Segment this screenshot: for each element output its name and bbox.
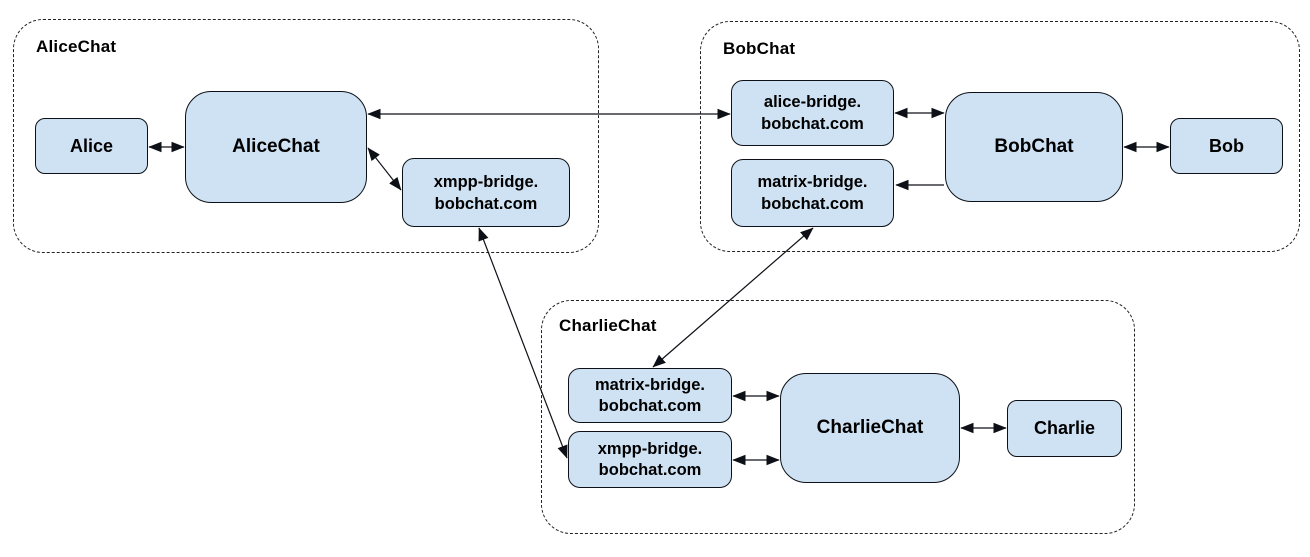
node-matrix-bridge-charlie-line1: matrix-bridge. bbox=[594, 375, 706, 394]
arrow-alicechat-xmppbridge bbox=[367, 147, 402, 191]
node-bob-user-label: Bob bbox=[1209, 135, 1244, 156]
node-xmpp-bridge-alice: xmpp-bridge. bobchat.com bbox=[402, 158, 570, 227]
node-alice-user-label: Alice bbox=[69, 135, 114, 156]
node-matrix-bridge-bob-line1: matrix-bridge. bbox=[757, 173, 868, 191]
arrow-matrixbridge-bob-charlie bbox=[652, 227, 814, 368]
node-xmpp-bridge-alice-line2: bobchat.com bbox=[434, 194, 538, 213]
node-alice-bridge-bob-line1: alice-bridge. bbox=[763, 93, 862, 111]
node-alice-user: Alice bbox=[35, 118, 148, 174]
container-alicechat: AliceChat bbox=[13, 19, 599, 253]
node-charlie-user: Charlie bbox=[1007, 400, 1122, 457]
node-alicechat-server: AliceChat bbox=[185, 91, 367, 203]
node-xmpp-bridge-alice-line1: xmpp-bridge. bbox=[433, 172, 539, 191]
node-alicechat-server-label: AliceChat bbox=[232, 136, 320, 157]
node-matrix-bridge-charlie-line2: bobchat.com bbox=[598, 396, 702, 415]
node-bobchat-server: BobChat bbox=[945, 92, 1123, 202]
node-xmpp-bridge-charlie: xmpp-bridge. bobchat.com bbox=[568, 431, 732, 488]
node-bob-user: Bob bbox=[1170, 118, 1283, 174]
node-charliechat-server: CharlieChat bbox=[780, 373, 960, 483]
arrow-xmppbridge-alice-charlie bbox=[478, 227, 568, 459]
node-charlie-user-label: Charlie bbox=[1033, 418, 1096, 438]
container-bobchat: BobChat bbox=[700, 21, 1300, 252]
node-alice-bridge-bob-line2: bobchat.com bbox=[761, 115, 864, 133]
node-matrix-bridge-bob-line2: bobchat.com bbox=[761, 195, 864, 213]
node-xmpp-bridge-charlie-line2: bobchat.com bbox=[598, 460, 702, 479]
container-bobchat-label: BobChat bbox=[723, 39, 796, 58]
node-matrix-bridge-bob: matrix-bridge. bobchat.com bbox=[731, 159, 894, 227]
node-charliechat-server-label: CharlieChat bbox=[816, 417, 924, 438]
container-charliechat-label: CharlieChat bbox=[559, 316, 657, 335]
node-xmpp-bridge-charlie-line1: xmpp-bridge. bbox=[597, 439, 703, 458]
node-bobchat-server-label: BobChat bbox=[994, 136, 1074, 157]
node-alice-bridge-bob: alice-bridge. bobchat.com bbox=[731, 80, 894, 146]
container-alicechat-label: AliceChat bbox=[36, 37, 117, 56]
node-matrix-bridge-charlie: matrix-bridge. bobchat.com bbox=[568, 368, 732, 423]
